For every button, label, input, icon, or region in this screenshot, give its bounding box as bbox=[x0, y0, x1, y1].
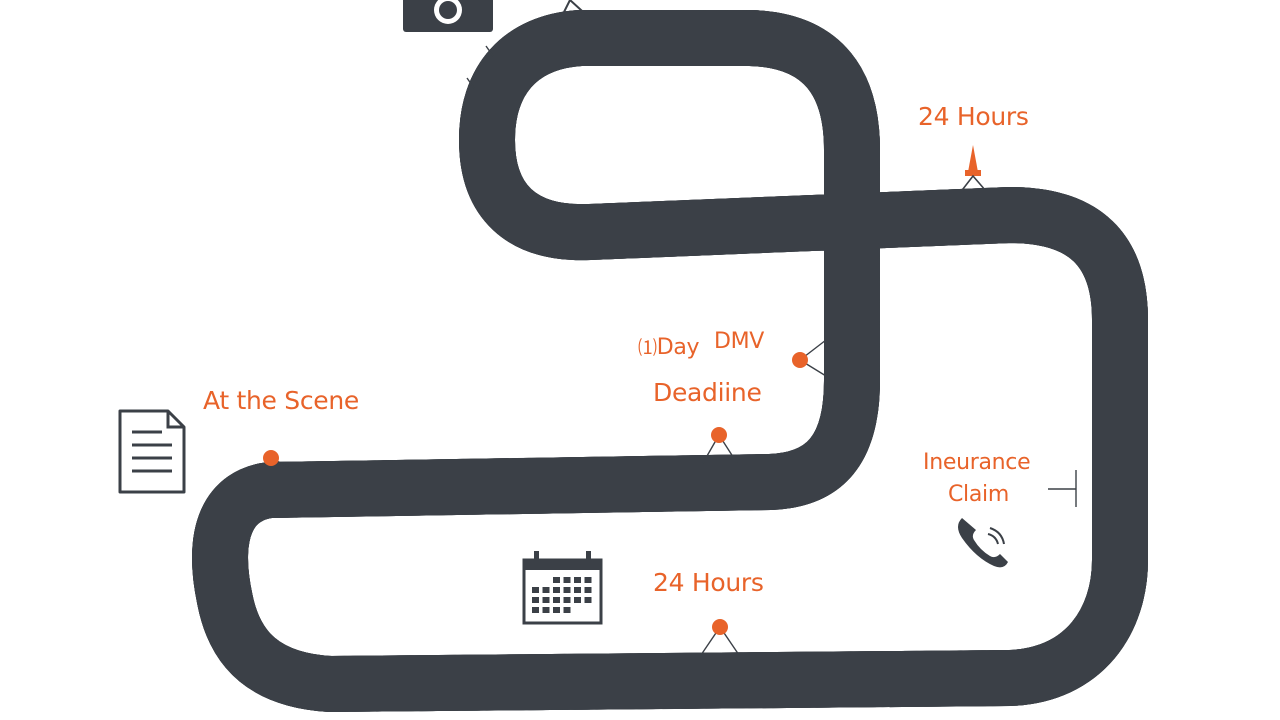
pin-dot bbox=[712, 619, 728, 635]
pin-dmv bbox=[792, 339, 827, 377]
calendar-cell bbox=[563, 597, 571, 603]
tick-mark bbox=[466, 77, 475, 89]
label-deadline: Deadiine bbox=[653, 378, 762, 407]
calendar-cell bbox=[574, 587, 581, 593]
calendar-cell bbox=[532, 587, 539, 593]
milestone-pins bbox=[262, 339, 1077, 656]
calendar-cell bbox=[563, 607, 571, 613]
calendar-icon bbox=[522, 551, 603, 625]
label-24-hours-bottom: 24 Hours bbox=[653, 568, 764, 597]
calendar-cell bbox=[563, 577, 571, 583]
pin-dot bbox=[711, 427, 727, 443]
calendar-cell bbox=[574, 597, 581, 603]
camera-icon bbox=[403, 0, 593, 32]
road bbox=[220, 10, 1148, 712]
calendar-cell bbox=[532, 607, 539, 613]
calendar-cell bbox=[584, 577, 592, 583]
pin-deadline bbox=[702, 427, 738, 464]
calendar-cell bbox=[542, 607, 550, 613]
phone-icon bbox=[958, 518, 1008, 568]
label-24-hours-top: 24 Hours bbox=[918, 102, 1029, 131]
pin-insurance bbox=[1048, 470, 1077, 507]
calendar-cell bbox=[553, 587, 560, 593]
label-claim: Claim bbox=[948, 482, 1009, 507]
pin-at-the-scene bbox=[262, 450, 299, 491]
pin-dot bbox=[263, 450, 279, 466]
calendar-cell bbox=[553, 577, 560, 583]
tick-mark bbox=[485, 45, 494, 57]
calendar-cell bbox=[574, 577, 581, 583]
label-dmv: DMV bbox=[713, 329, 765, 354]
day-flag-icon: ⑴ bbox=[638, 337, 657, 359]
pin-dot bbox=[792, 352, 808, 368]
label-day: Day bbox=[656, 335, 700, 360]
pin-24-hours bbox=[700, 619, 740, 656]
document-icon bbox=[118, 409, 186, 494]
calendar-cell bbox=[553, 597, 560, 603]
label-day-dmv: ⑴Day DMV bbox=[638, 331, 764, 360]
calendar-cell bbox=[553, 607, 560, 613]
label-at-the-scene: At the Scene bbox=[203, 386, 360, 415]
label-insurance: Ineurance bbox=[923, 450, 1031, 475]
calendar-cell bbox=[532, 597, 539, 603]
calendar-cell bbox=[542, 587, 550, 593]
calendar-cell bbox=[584, 597, 592, 603]
calendar-cell bbox=[563, 587, 571, 593]
calendar-cell bbox=[584, 587, 592, 593]
calendar-cell bbox=[542, 597, 550, 603]
traffic-cone-icon bbox=[955, 145, 993, 199]
